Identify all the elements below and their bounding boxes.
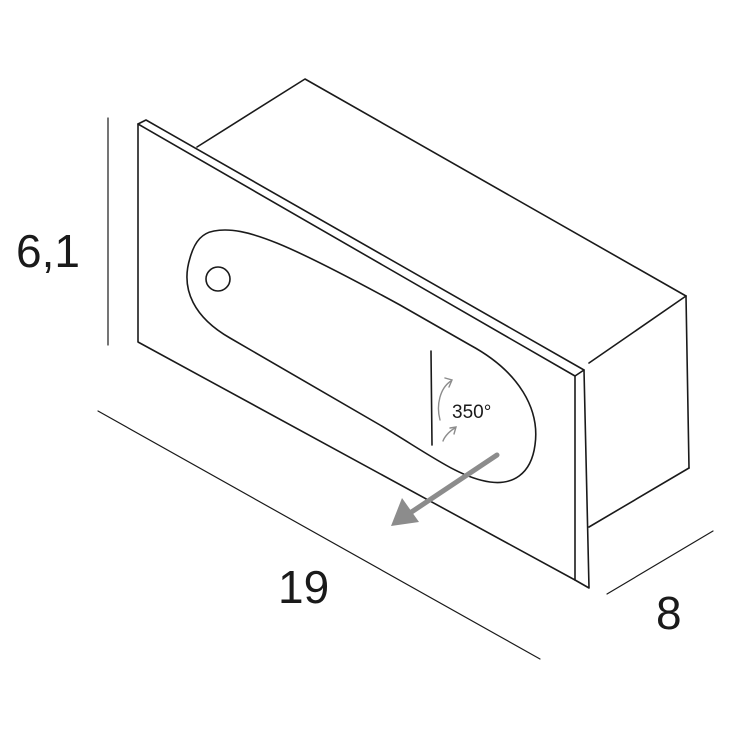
plate-face xyxy=(137,123,576,581)
housing-front-top-edge xyxy=(588,295,687,364)
rotation-indicator: 350° xyxy=(437,377,491,442)
plate-thickness-top xyxy=(574,369,585,377)
housing-top-edge xyxy=(196,78,687,297)
length-dimension-line xyxy=(97,410,541,660)
light-lens xyxy=(205,266,231,292)
window-outline xyxy=(186,229,537,484)
window-divider xyxy=(430,350,433,446)
dimension-lines xyxy=(97,117,714,660)
light-window xyxy=(186,229,537,484)
length-dimension-label: 19 xyxy=(278,561,330,613)
height-dimension-label: 6,1 xyxy=(16,225,80,277)
housing-box xyxy=(196,78,690,528)
light-direction-arrow-icon xyxy=(391,452,500,526)
depth-dimension-label: 8 xyxy=(656,587,682,639)
housing-bottom-edge xyxy=(588,467,690,528)
cover-plate xyxy=(137,119,590,589)
rotation-angle-label: 350° xyxy=(452,402,491,423)
depth-dimension-line xyxy=(606,530,714,595)
rotation-arrows-icon xyxy=(437,377,457,442)
housing-right-edge xyxy=(685,295,690,469)
